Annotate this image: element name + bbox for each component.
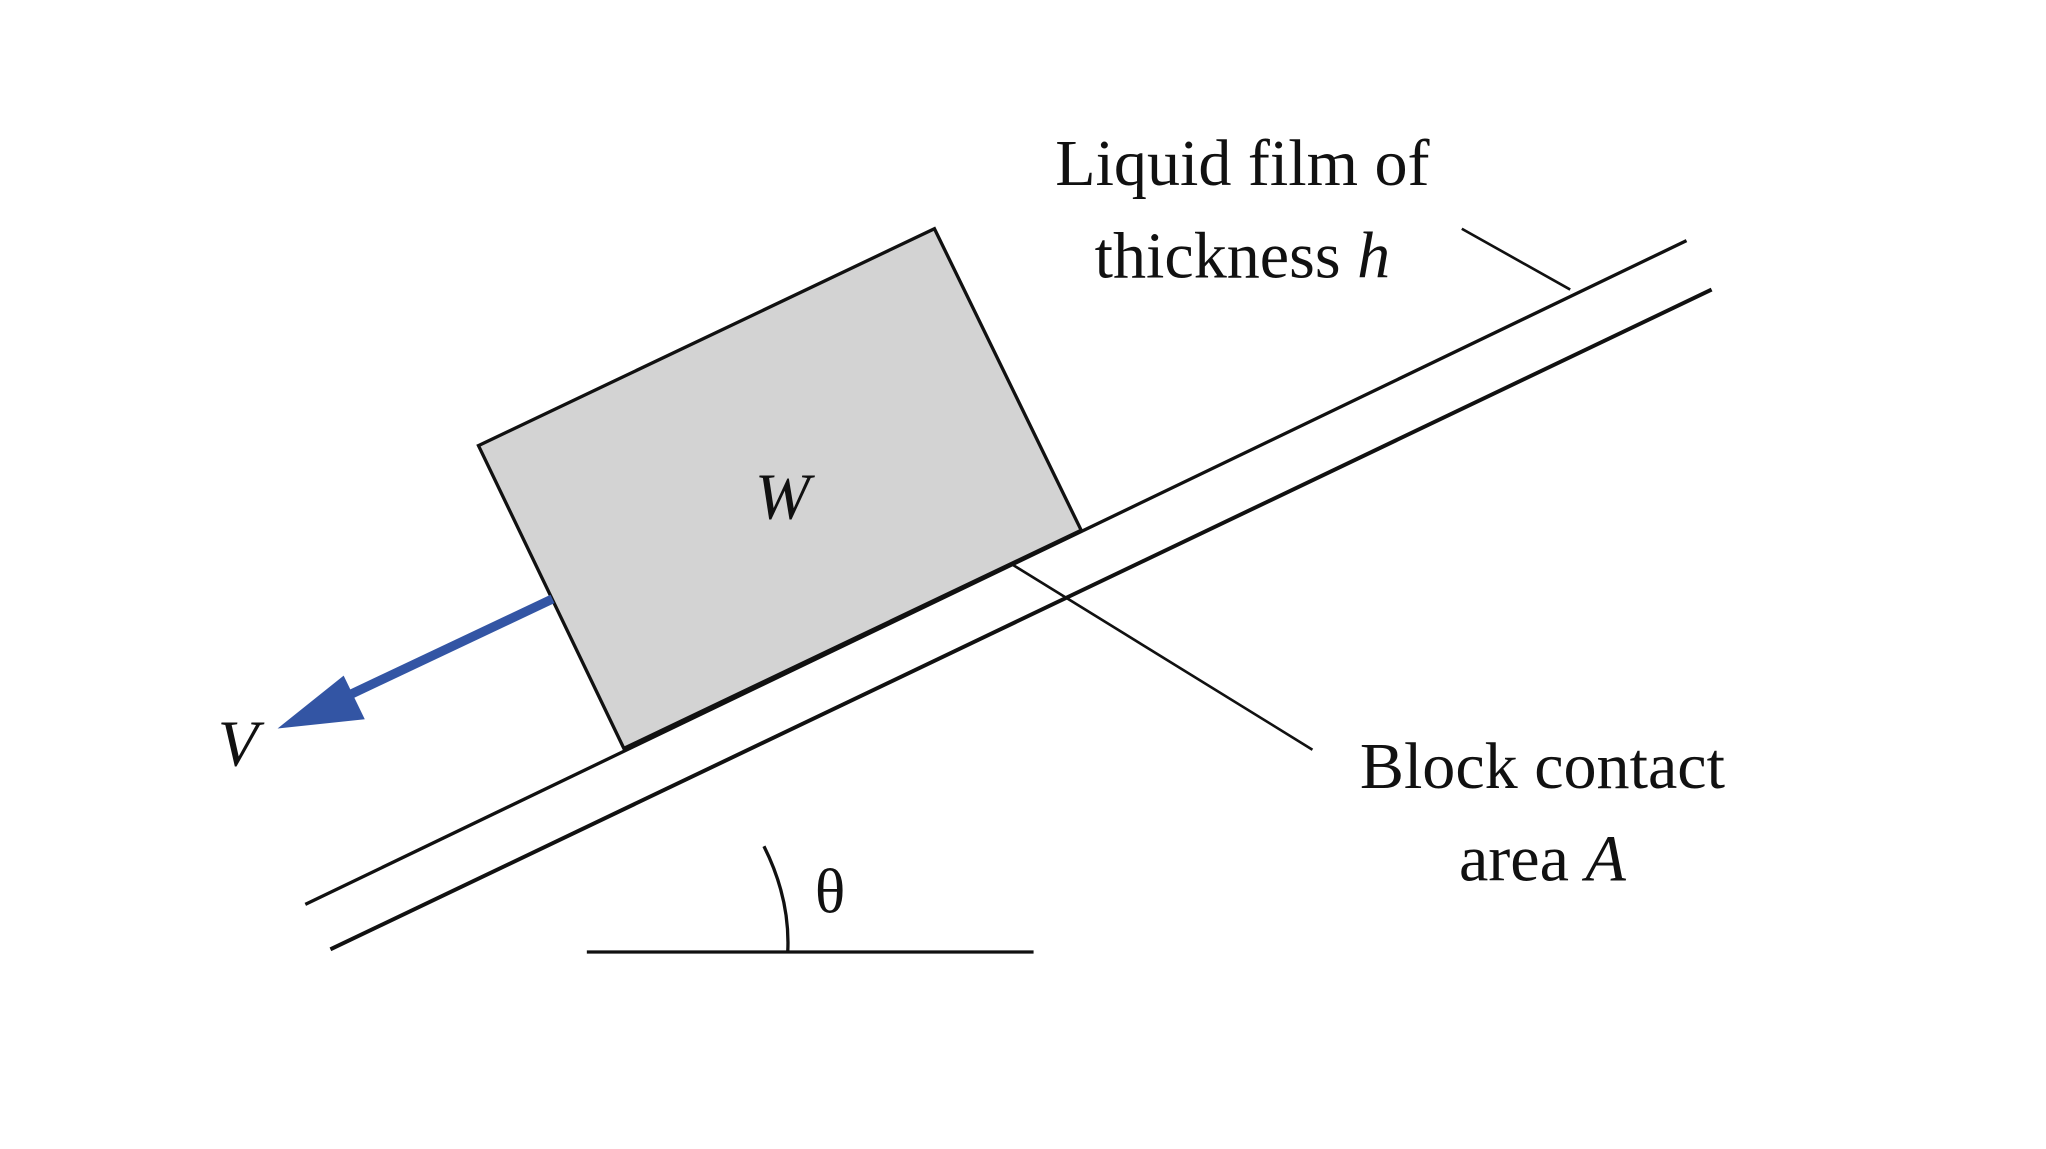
contact-area-leader-line	[1011, 563, 1314, 751]
incline-shadow	[330, 289, 1748, 1031]
weight-label: W	[755, 460, 816, 533]
contact-area-label-line1: Block contact	[1360, 730, 1725, 803]
liquid-film-label-word: thickness	[1095, 220, 1341, 293]
liquid-film-leader-line	[1461, 227, 1571, 291]
contact-area-label-line2: area A	[1459, 823, 1626, 896]
velocity-label: V	[218, 708, 265, 781]
liquid-film-label-line1: Liquid film of	[1055, 127, 1429, 200]
velocity-arrow	[277, 594, 555, 729]
block	[476, 226, 1084, 751]
liquid-film-label-line2: thickness h	[1095, 220, 1390, 293]
area-variable: A	[1582, 823, 1627, 896]
incline-surface-line	[329, 287, 1713, 952]
angle-arc	[762, 845, 790, 953]
angle-label: θ	[815, 855, 845, 926]
thickness-variable: h	[1357, 220, 1390, 293]
contact-area-label-word: area	[1459, 823, 1569, 896]
